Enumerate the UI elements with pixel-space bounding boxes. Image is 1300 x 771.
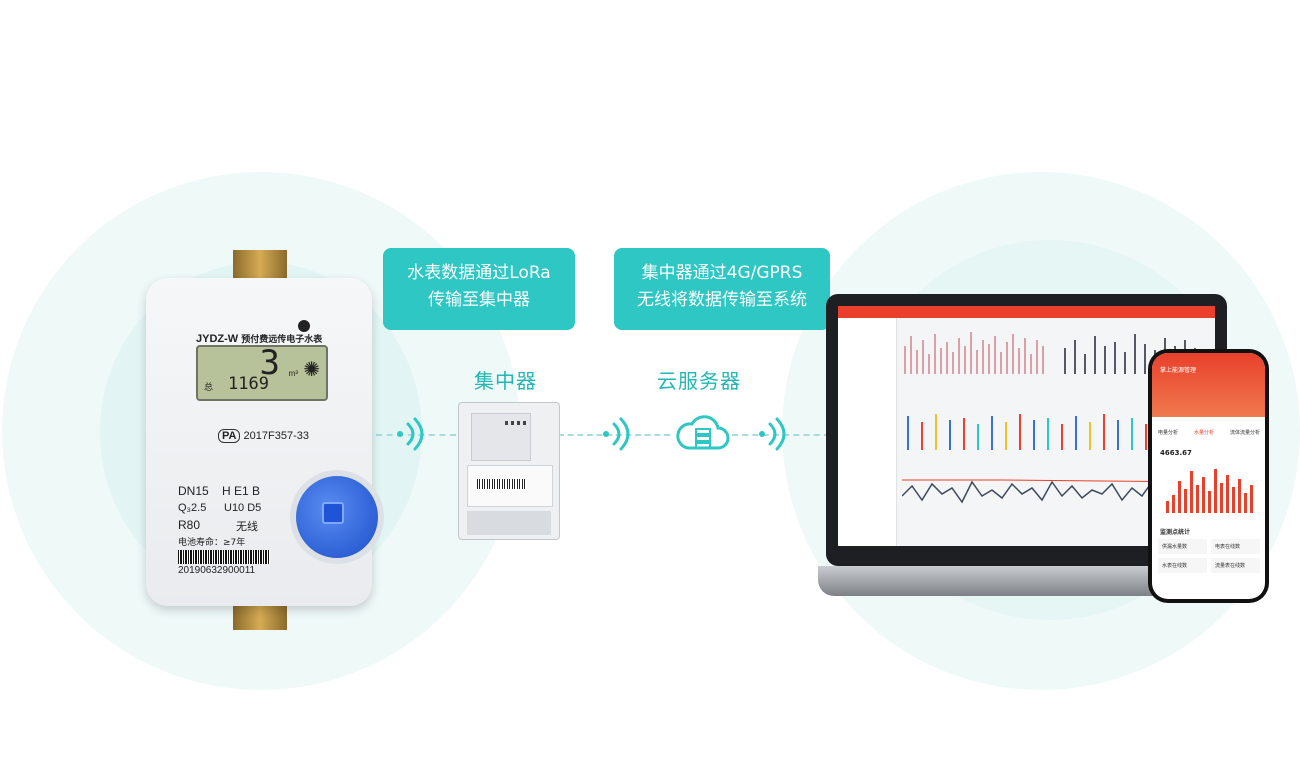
lcd-small-digits: 1169 — [228, 374, 269, 394]
callout-4g: 集中器通过4G/GPRS 无线将数据传输至系统 — [614, 248, 830, 330]
meter-pipe-top — [233, 250, 287, 282]
knob-center — [322, 502, 344, 524]
link-meter-concentrator — [376, 434, 456, 436]
dashboard-chart-1 — [904, 332, 1044, 374]
meter-valve-knob — [290, 470, 384, 564]
dashboard-sidebar — [838, 318, 897, 546]
concentrator-title: 集中器 — [474, 369, 537, 393]
phone-card-4[interactable]: 流量表在线数 — [1211, 558, 1260, 573]
lcd-big-digit: 3 — [259, 343, 280, 383]
meter-model: JYDZ-W 预付费远传电子水表 — [196, 332, 322, 345]
meter-model-name: 预付费远传电子水表 — [241, 335, 323, 345]
phone-card-3[interactable]: 水表在线数 — [1158, 558, 1207, 573]
phone-reading: 4663.67 — [1160, 449, 1192, 457]
meter-model-code: JYDZ-W — [196, 333, 239, 345]
phone-screen: 掌上能源管理 电量分析 水量分析 流体流量分析 4663.67 监测点统计 供漏… — [1152, 353, 1265, 599]
battery-life: 电池寿命：≥7年 — [178, 538, 246, 548]
meter-sensor-dot — [298, 320, 310, 332]
phone-app-title: 掌上能源管理 — [1160, 367, 1197, 374]
meter-cert: PA 2017F357-33 — [218, 429, 309, 443]
cloud-server-title: 云服务器 — [657, 369, 741, 393]
signal-icon-1 — [397, 417, 424, 451]
lcd-total-label: 总 — [204, 383, 214, 393]
callout-lora-line1: 水表数据通过LoRa — [407, 263, 551, 283]
barcode — [178, 550, 270, 564]
phone-bar-chart — [1166, 469, 1253, 513]
valve-icon: ✺ — [303, 359, 320, 381]
cloud-server-icon — [676, 415, 730, 450]
conc-display — [471, 413, 531, 461]
spec-u: U10 D5 — [224, 502, 262, 514]
lcd-unit: m³ — [288, 369, 298, 378]
link-cloud-laptop — [732, 434, 830, 436]
spec-r: R80 — [178, 518, 201, 532]
phone-card-1[interactable]: 供漏水量数 — [1158, 539, 1207, 554]
phone-tab-flow[interactable]: 流体流量分析 — [1229, 430, 1260, 436]
callout-lora: 水表数据通过LoRa 传输至集中器 — [383, 248, 575, 330]
phone-section-title: 监测点统计 — [1160, 529, 1191, 536]
phone-tab-water[interactable]: 水量分析 — [1193, 430, 1214, 436]
meter-lcd: 3 m³ 总 1169 ✺ — [196, 343, 328, 401]
dashboard-header — [838, 306, 1215, 318]
cert-number: 2017F357-33 — [243, 430, 309, 442]
cert-mark: PA — [218, 429, 241, 443]
serial-number: 20190632900011 — [178, 565, 256, 576]
spec-dn: DN15 — [178, 484, 209, 498]
conc-terminal — [467, 511, 551, 535]
phone-stat-cards: 供漏水量数 电表在线数 水表在线数 流量表在线数 — [1158, 539, 1260, 573]
signal-icon-2 — [603, 417, 630, 451]
callout-lora-line2: 传输至集中器 — [428, 290, 530, 310]
concentrator-device — [458, 402, 560, 540]
spec-wireless: 无线 — [236, 520, 258, 533]
link-concentrator-cloud — [558, 434, 670, 436]
phone-header — [1152, 353, 1265, 417]
conc-led-row — [505, 421, 527, 425]
callout-4g-line2: 无线将数据传输至系统 — [637, 290, 807, 310]
spec-q: Q₃2.5 — [178, 502, 207, 514]
spec-h: H E1 B — [222, 484, 261, 498]
phone-card-2[interactable]: 电表在线数 — [1211, 539, 1260, 554]
signal-icon-3 — [759, 417, 786, 451]
conc-barcode — [477, 479, 527, 489]
callout-4g-line1: 集中器通过4G/GPRS — [641, 263, 803, 283]
phone-tab-electric[interactable]: 电量分析 — [1158, 430, 1179, 436]
phone-tabs: 电量分析 水量分析 流体流量分析 — [1158, 429, 1260, 436]
